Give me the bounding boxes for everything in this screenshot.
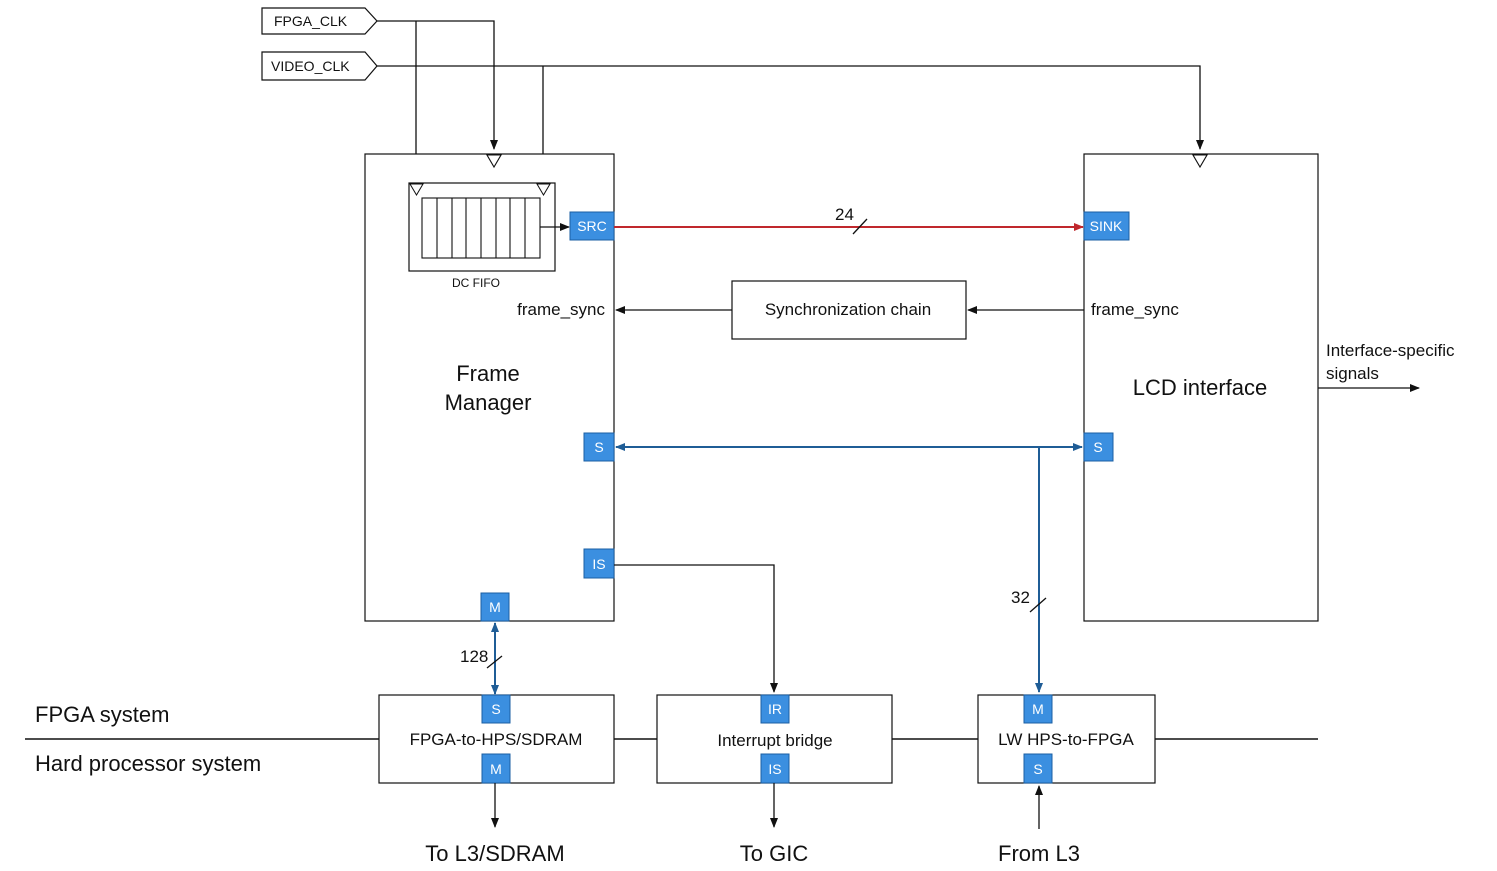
fpga-to-hps-s-port-label: S	[491, 701, 500, 717]
dc-fifo-label: DC FIFO	[452, 276, 500, 290]
interface-signals-label-1: Interface-specific	[1326, 341, 1455, 360]
video-width-label: 24	[835, 205, 854, 224]
avalon-width-label: 32	[1011, 588, 1030, 607]
fpga-system-label: FPGA system	[35, 702, 169, 727]
to-l3-sdram-label: To L3/SDRAM	[425, 841, 564, 866]
sdram-width-label: 128	[460, 647, 488, 666]
lcd-clock-triangle	[1192, 154, 1208, 169]
lw-bridge-s-port-label: S	[1033, 761, 1042, 777]
hps-system-label: Hard processor system	[35, 751, 261, 776]
fm-m-port-label: M	[489, 599, 501, 615]
fm-frame-sync-label: frame_sync	[517, 300, 605, 319]
video-clk-label: VIDEO_CLK	[271, 58, 350, 74]
lw-bridge-m-port-label: M	[1032, 701, 1044, 717]
fifo-clock-triangle-right	[536, 183, 551, 196]
interrupt-bridge-label: Interrupt bridge	[717, 731, 832, 750]
interrupt-ir-port-label: IR	[768, 701, 782, 717]
lw-bridge-label: LW HPS-to-FPGA	[998, 730, 1134, 749]
lcd-sink-port: SINK	[1083, 211, 1130, 241]
interface-signals-label-2: signals	[1326, 364, 1379, 383]
sync-chain-label: Synchronization chain	[765, 300, 931, 319]
lw-bridge-m-port	[1023, 694, 1053, 724]
lcd-s-port-label: S	[1093, 439, 1102, 455]
fpga-to-hps-label: FPGA-to-HPS/SDRAM	[410, 730, 583, 749]
lw-bridge-s-port	[1023, 753, 1053, 784]
interrupt-is-port-label: IS	[768, 761, 781, 777]
fm-src-port-label: SRC	[577, 218, 607, 234]
clock-wires	[377, 20, 1204, 180]
lcd-frame-sync-label: frame_sync	[1091, 300, 1179, 319]
video-clk-pin: VIDEO_CLK	[261, 51, 378, 81]
avalon-width-slash	[1029, 597, 1047, 613]
fm-is-port-label: IS	[592, 556, 605, 572]
to-gic-label: To GIC	[740, 841, 809, 866]
fpga-clk-label: FPGA_CLK	[274, 13, 348, 29]
frame-manager-clock-triangle	[486, 154, 502, 169]
lw-hps-to-fpga-bridge: M S LW HPS-to-FPGA	[977, 694, 1156, 784]
fm-s-port-label: S	[594, 439, 603, 455]
sdram-width-slash	[486, 655, 503, 669]
lcd-sink-port-label: SINK	[1090, 218, 1123, 234]
fifo-cells	[421, 197, 541, 259]
interrupt-ir-port	[760, 694, 790, 724]
fpga-to-hps-s-port	[481, 694, 511, 724]
fpga-to-hps-m-port-label: M	[490, 761, 502, 777]
interrupt-is-port	[760, 753, 790, 784]
interrupt-bridge: IR IS Interrupt bridge	[656, 694, 893, 784]
fm-src-port: SRC	[569, 211, 615, 241]
sync-chain-block	[731, 280, 967, 340]
fm-s-port: S	[583, 432, 615, 462]
fpga-clk-pin: FPGA_CLK	[261, 7, 378, 35]
interrupt-wire	[614, 564, 778, 693]
fifo-clock-triangle-left	[409, 183, 424, 196]
from-l3-label: From L3	[998, 841, 1080, 866]
fpga-to-hps-m-port	[481, 753, 511, 784]
lcd-s-port: S	[1083, 432, 1114, 462]
video-width-slash	[852, 218, 868, 235]
fm-is-port: IS	[583, 548, 615, 579]
frame-manager-title-1: Frame	[456, 361, 520, 386]
lcd-interface-title: LCD interface	[1133, 375, 1268, 400]
fm-m-port: M	[480, 592, 510, 622]
frame-manager-title-2: Manager	[445, 390, 532, 415]
fpga-to-hps-bridge: S M FPGA-to-HPS/SDRAM	[378, 694, 615, 784]
